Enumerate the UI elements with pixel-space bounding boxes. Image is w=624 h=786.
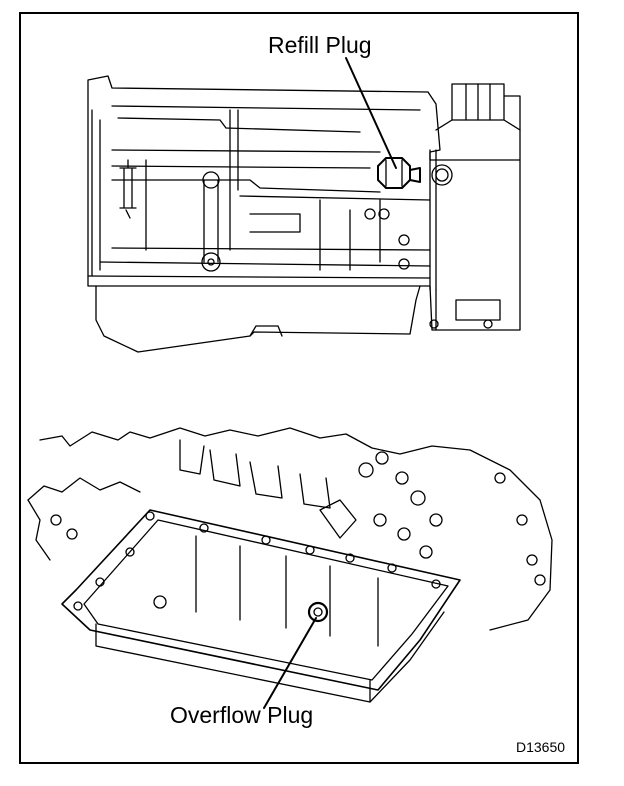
overflow-plug-label: Overflow Plug <box>170 702 314 728</box>
transmission-side-view <box>87 75 521 353</box>
figure-frame <box>19 12 579 764</box>
refill-plug-leader <box>345 57 397 169</box>
refill-plug-label: Refill Plug <box>268 32 372 58</box>
transmission-underside-view <box>27 427 553 703</box>
figure-code: D13650 <box>516 739 566 755</box>
overflow-plug-leader <box>263 617 317 709</box>
